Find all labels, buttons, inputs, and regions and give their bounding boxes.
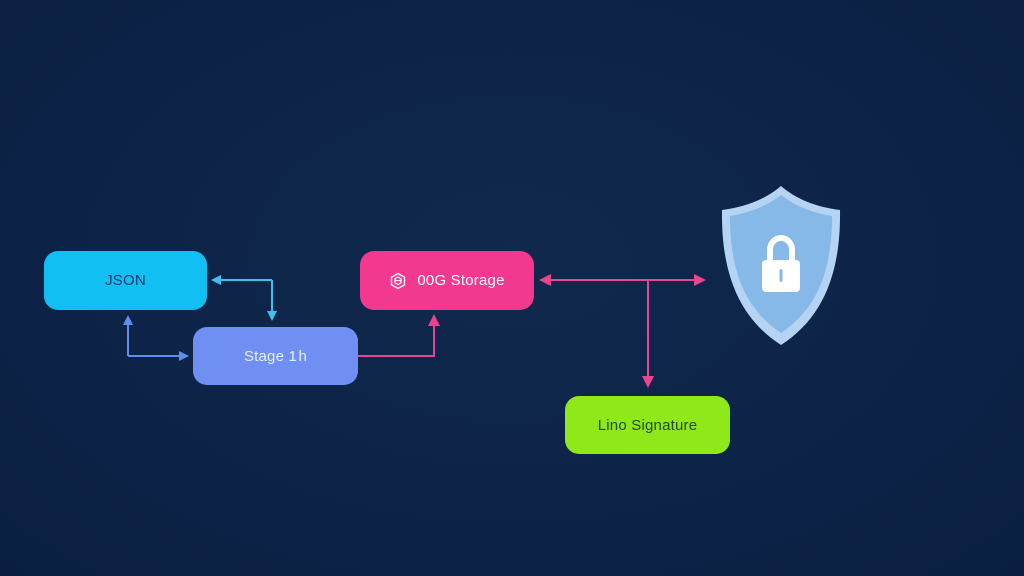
node-json[interactable]: JSON: [44, 251, 207, 310]
node-json-label: JSON: [105, 272, 146, 289]
shield-lock-icon: [718, 183, 844, 348]
node-signature[interactable]: Lino Signature: [565, 396, 730, 454]
edge-stage-storage: [358, 314, 440, 357]
cube-icon: [389, 272, 407, 290]
node-storage-label: 00G Storage: [417, 272, 505, 289]
node-storage[interactable]: 00G Storage: [360, 251, 534, 310]
node-stage[interactable]: Stage 1 h: [193, 327, 358, 385]
node-stage-label: Stage 1 h: [243, 347, 308, 365]
node-signature-label: Lino Signature: [597, 416, 698, 434]
